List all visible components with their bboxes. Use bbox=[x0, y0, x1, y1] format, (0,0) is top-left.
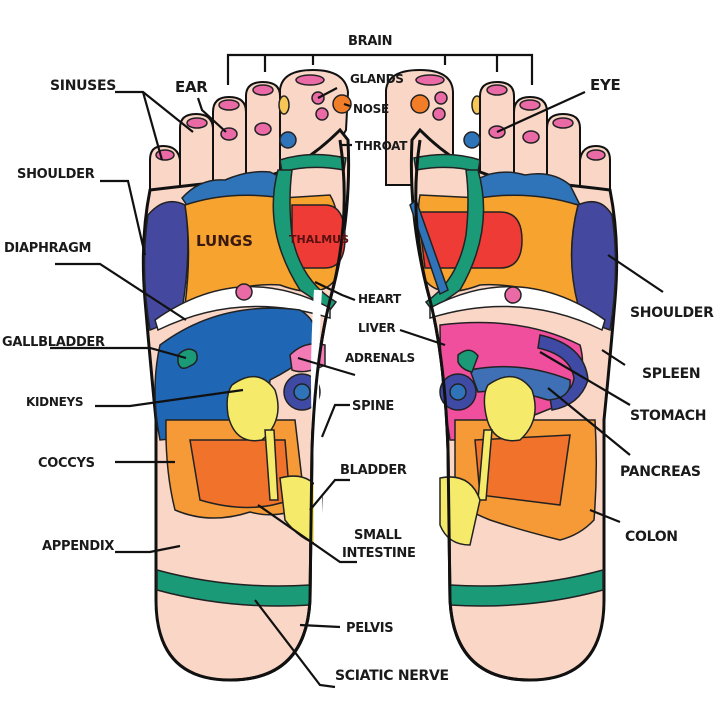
label-intestine: INTESTINE bbox=[342, 546, 416, 561]
brain-bracket bbox=[226, 53, 534, 85]
ureter-right bbox=[477, 429, 493, 501]
adrenal-inner-right bbox=[449, 383, 467, 401]
label-heart: HEART bbox=[358, 292, 402, 306]
label-sciatic-nerve: SCIATIC NERVE bbox=[335, 668, 449, 684]
sinus-spot bbox=[252, 84, 274, 96]
brain-spot bbox=[415, 74, 445, 86]
right-diaphragm-spot bbox=[504, 286, 522, 304]
label-brain: BRAIN bbox=[348, 34, 392, 49]
gland-spot bbox=[432, 107, 446, 121]
spine-strip-left bbox=[311, 289, 322, 650]
small-intestine-zone-right bbox=[474, 434, 571, 506]
nose-spot bbox=[410, 94, 430, 114]
throat-band bbox=[279, 153, 347, 173]
label-pelvis: PELVIS bbox=[346, 621, 393, 636]
sinus-spot bbox=[519, 99, 541, 111]
left-foot bbox=[141, 68, 352, 682]
sinus-spot bbox=[552, 117, 574, 129]
label-thalmus: THALMUS bbox=[289, 233, 349, 246]
label-stomach: STOMACH bbox=[630, 408, 706, 424]
spleen-arc bbox=[537, 334, 589, 411]
spine-edge-right bbox=[414, 139, 531, 682]
pelvis-band-right bbox=[449, 569, 604, 607]
ear-spot bbox=[522, 130, 540, 144]
right-blue-line bbox=[409, 198, 449, 296]
teal-spot-right bbox=[457, 349, 479, 373]
label-coccys: COCCYS bbox=[38, 456, 95, 471]
label-throat: THROAT bbox=[355, 139, 408, 153]
kidney-left bbox=[226, 376, 279, 442]
ureter-left bbox=[264, 429, 279, 501]
label-glands: GLANDS bbox=[350, 72, 404, 86]
label-lungs: LUNGS bbox=[196, 232, 253, 250]
spine-edge-left bbox=[229, 139, 346, 682]
label-ear: EAR bbox=[175, 78, 208, 96]
label-adrenals: ADRENALS bbox=[345, 351, 415, 365]
right-foot bbox=[385, 68, 619, 682]
heart-line bbox=[272, 169, 338, 312]
label-pancreas: PANCREAS bbox=[620, 464, 701, 480]
labels: BRAIN SINUSES EAR SHOULDER DIAPHRAGM GAL… bbox=[2, 34, 714, 684]
thalmus-zone bbox=[291, 204, 346, 269]
leader-lines bbox=[50, 87, 664, 689]
label-appendix: APPENDIX bbox=[42, 539, 114, 554]
right-throat-band bbox=[413, 153, 481, 173]
blue-spot bbox=[463, 131, 481, 149]
label-liver: LIVER bbox=[358, 321, 395, 335]
eye-spot bbox=[254, 122, 272, 136]
right-toes bbox=[385, 68, 611, 212]
blue-spot bbox=[279, 131, 297, 149]
sinus-spot bbox=[186, 117, 208, 129]
kidney-right bbox=[483, 376, 536, 442]
right-diaphragm-zone bbox=[429, 285, 606, 332]
sinus-spot bbox=[586, 149, 606, 161]
label-bladder: BLADDER bbox=[340, 463, 407, 478]
label-diaphragm: DIAPHRAGM bbox=[4, 241, 91, 256]
label-shoulder-right: SHOULDER bbox=[630, 305, 714, 321]
gland-spot bbox=[434, 91, 448, 105]
gallbladder-spot bbox=[177, 348, 198, 369]
nose-spot bbox=[332, 94, 352, 114]
label-spine: SPINE bbox=[352, 399, 394, 414]
sinus-spot bbox=[218, 99, 240, 111]
label-sinuses: SINUSES bbox=[50, 78, 116, 94]
label-spleen: SPLEEN bbox=[642, 366, 700, 382]
gland-spot bbox=[315, 107, 329, 121]
sinus-spot bbox=[486, 84, 508, 96]
label-gallbladder: GALLBLADDER bbox=[2, 335, 105, 350]
diaphragm-zone bbox=[154, 285, 331, 332]
brain-spot bbox=[295, 74, 325, 86]
label-colon: COLON bbox=[625, 529, 678, 545]
label-nose: NOSE bbox=[353, 102, 389, 116]
adrenal-inner bbox=[293, 383, 311, 401]
gland-yellow bbox=[278, 95, 290, 115]
label-eye: EYE bbox=[590, 76, 621, 94]
diaphragm-spot bbox=[235, 283, 253, 301]
label-small: SMALL bbox=[354, 528, 401, 543]
label-shoulder-left: SHOULDER bbox=[17, 167, 95, 182]
label-kidneys: KIDNEYS bbox=[26, 395, 83, 409]
